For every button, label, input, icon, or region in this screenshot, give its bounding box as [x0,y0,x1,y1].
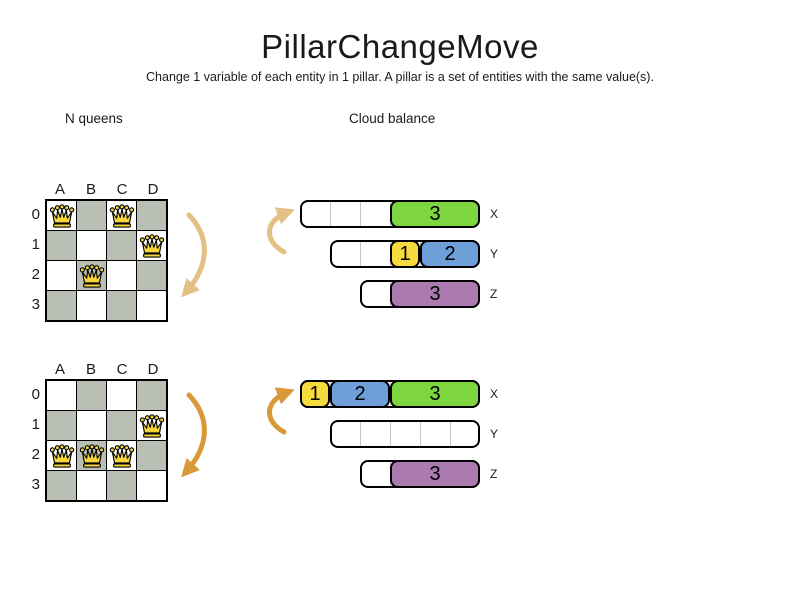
board-cell [77,261,106,290]
capacity-divider [360,242,361,266]
board-cell [107,261,136,290]
board-cell [137,471,166,500]
process-block: 1 [300,380,330,408]
board-cell [77,201,106,230]
row-label: 0 [31,206,40,223]
row-label: 3 [31,296,40,313]
cloud-section-label: Cloud balance [349,111,436,126]
process-block: 2 [330,380,390,408]
board-cell [107,231,136,260]
board-cell [77,381,106,410]
computer-capacity-bar: 3 [360,280,480,308]
board-cell [137,231,166,260]
board-cell [137,441,166,470]
process-block: 3 [390,460,480,488]
computer-label: Z [490,287,498,301]
board-cell [47,261,76,290]
board-cell [107,291,136,320]
process-block: 3 [390,280,480,308]
process-block: 3 [390,380,480,408]
row-label: 1 [31,416,40,433]
column-label: D [147,361,160,378]
board-cell [47,201,76,230]
board-cell [137,261,166,290]
column-label: A [54,361,66,378]
move-arrow-board-after [181,392,207,478]
capacity-divider [420,422,421,446]
board-cell [107,441,136,470]
board-cell [77,471,106,500]
board-cell [47,471,76,500]
queen-icon [78,442,106,470]
computer-label: Z [490,467,498,481]
process-block: 3 [390,200,480,228]
computer-label: X [490,387,499,401]
board-cell [107,381,136,410]
subtitle: Change 1 variable of each entity in 1 pi… [146,70,654,84]
computer-label: X [490,207,499,221]
capacity-divider [390,422,391,446]
board-cell [107,411,136,440]
computer-capacity-bar [330,420,480,448]
queen-icon [138,232,166,260]
process-block: 2 [420,240,480,268]
column-label: B [85,181,97,198]
column-label: C [116,361,129,378]
queen-icon [108,202,136,230]
board-cell [137,381,166,410]
column-label: A [54,181,66,198]
queen-icon [108,442,136,470]
move-arrow-cloud-after [267,387,295,435]
column-labels: A B C D [45,181,169,198]
board-cell [107,471,136,500]
queen-icon [78,262,106,290]
board-cell [77,411,106,440]
column-label: C [116,181,129,198]
queen-icon [48,202,76,230]
board-cell [77,231,106,260]
board-cell [47,411,76,440]
row-label: 0 [31,386,40,403]
column-label: B [85,361,97,378]
column-label: D [147,181,160,198]
row-labels: 0 1 2 3 [24,380,40,500]
page-title: PillarChangeMove [261,28,539,65]
row-label: 3 [31,476,40,493]
board-cell [77,291,106,320]
board-cell [77,441,106,470]
board-cell [137,411,166,440]
chess-grid [45,379,168,502]
board-cell [47,441,76,470]
board-cell [137,291,166,320]
row-label: 2 [31,266,40,283]
board-cell [47,291,76,320]
process-block: 1 [390,240,420,268]
move-arrow-board-before [181,212,207,298]
capacity-divider [360,202,361,226]
board-cell [47,381,76,410]
chess-grid [45,199,168,322]
board-cell [47,231,76,260]
row-label: 1 [31,236,40,253]
queen-icon [138,412,166,440]
board-cell [137,201,166,230]
computer-capacity-bar: 3 [300,200,480,228]
board-cell [107,201,136,230]
capacity-divider [330,202,331,226]
computer-label: Y [490,427,499,441]
computer-capacity-bar: 3 [360,460,480,488]
row-label: 2 [31,446,40,463]
row-labels: 0 1 2 3 [24,200,40,320]
computer-label: Y [490,247,499,261]
queen-icon [48,442,76,470]
move-arrow-cloud-before [267,207,295,255]
capacity-divider [360,422,361,446]
column-labels: A B C D [45,361,169,378]
nqueens-section-label: N queens [65,111,123,126]
capacity-divider [450,422,451,446]
